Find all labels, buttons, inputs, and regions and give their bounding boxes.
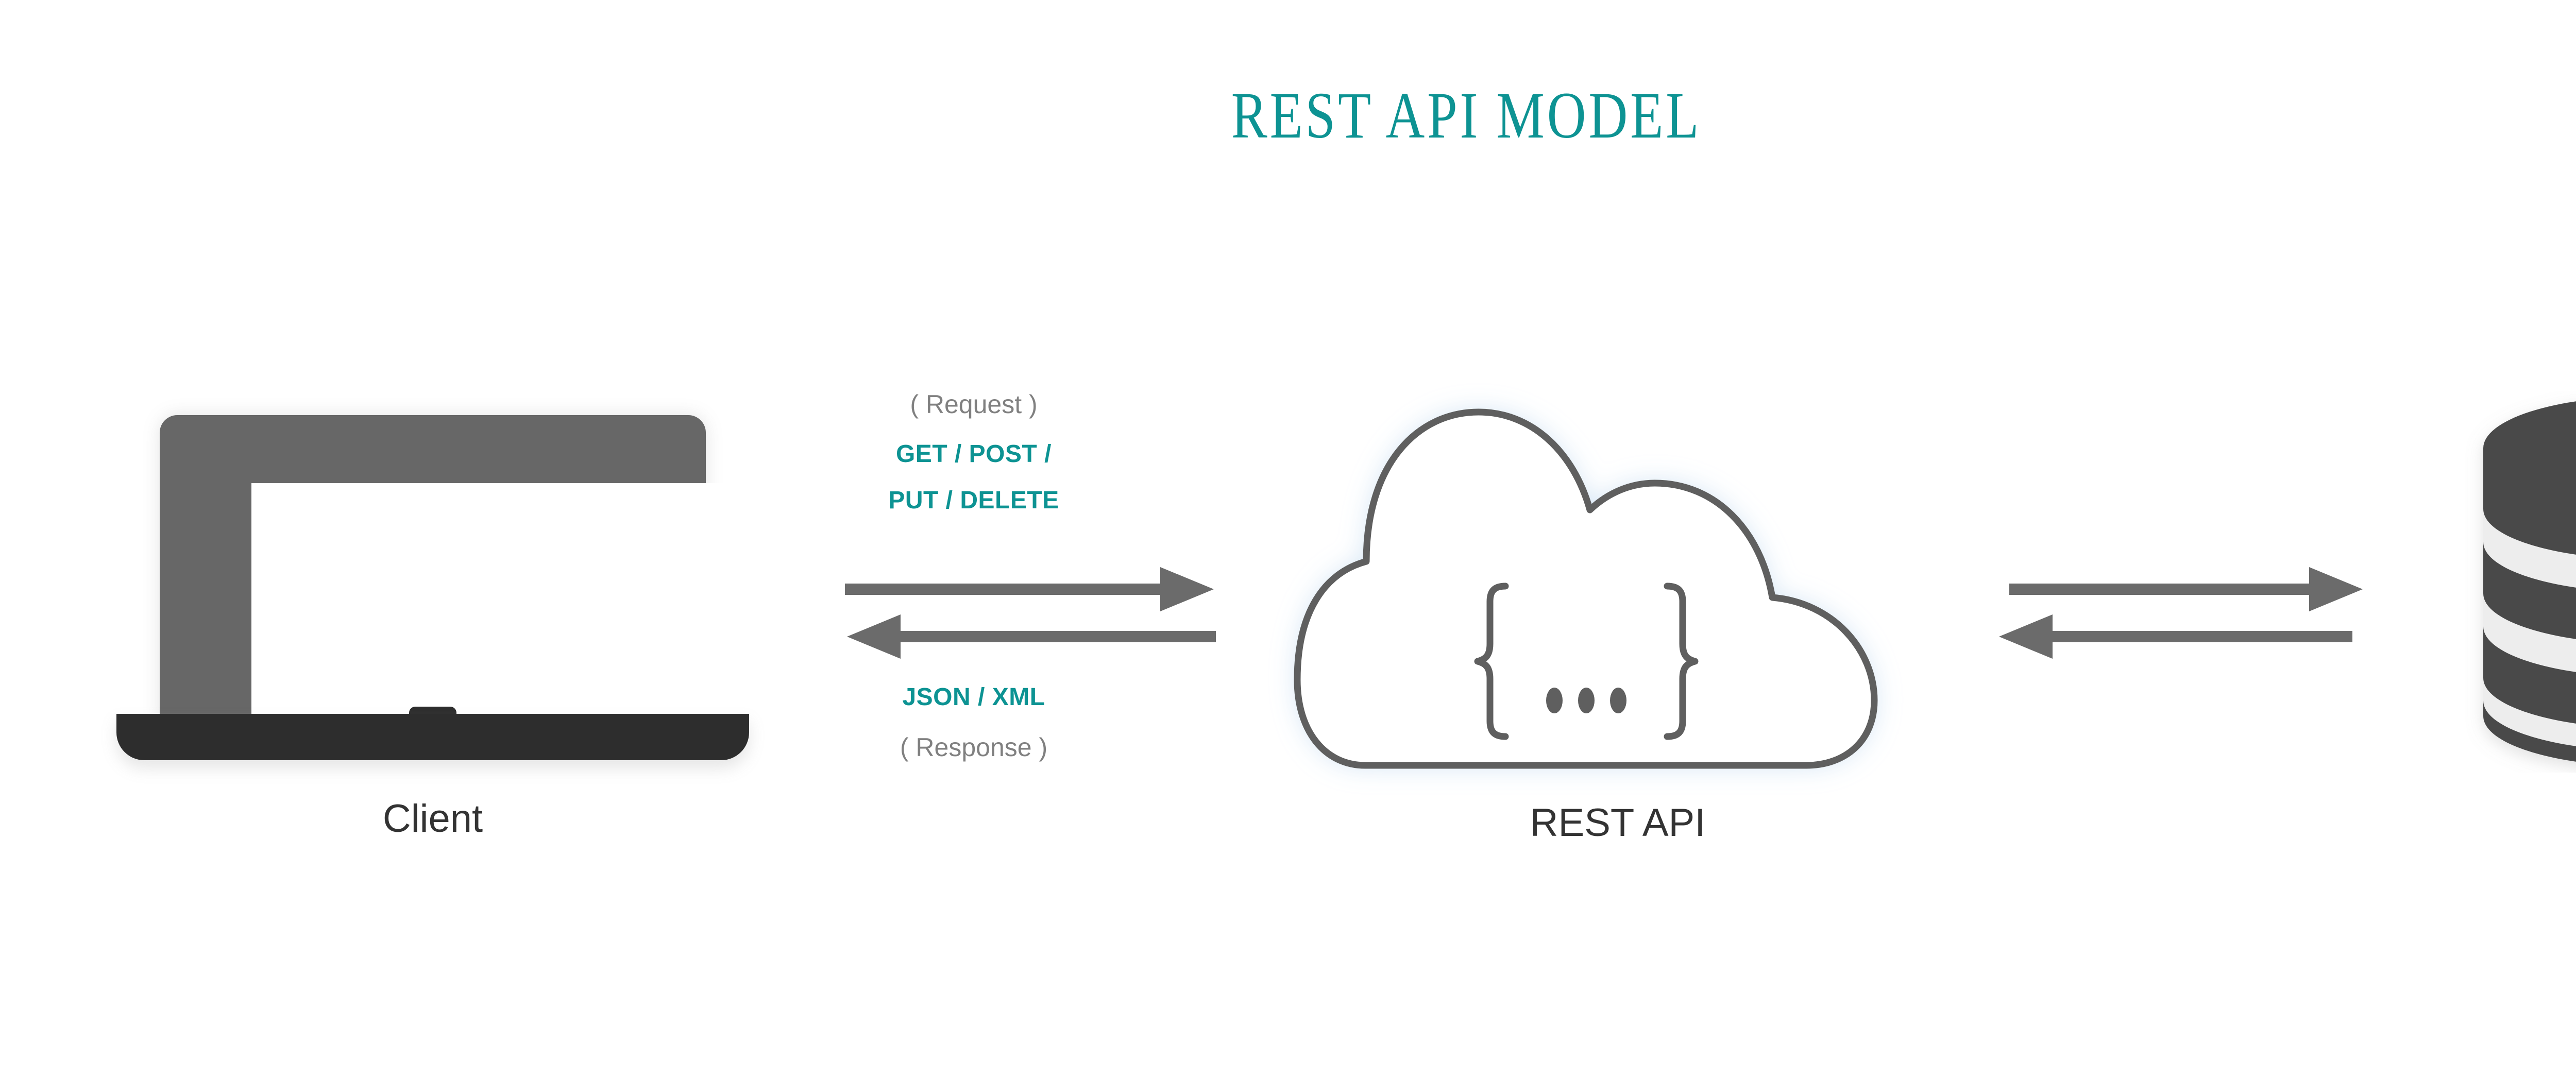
arrow-group-client-api — [845, 559, 1216, 667]
arrow-group-api-database — [1999, 559, 2380, 667]
node-client: Client — [93, 397, 773, 839]
request-methods-line-2: PUT / DELETE — [888, 487, 1059, 514]
laptop-icon — [93, 397, 773, 778]
ellipsis-dots-icon — [1546, 688, 1626, 713]
request-methods-line-1: GET / POST / — [895, 440, 1052, 468]
cloud-outline — [1294, 408, 1878, 769]
arrow-right-icon — [845, 567, 1214, 611]
laptop-base — [116, 714, 749, 760]
node-label-client: Client — [382, 797, 483, 841]
edge-labels-response: JSON / XML ( Response ) — [788, 683, 1159, 762]
node-rest-api: REST API — [1236, 391, 1999, 843]
edge-labels-request: ( Request ) GET / POST / PUT / DELETE — [788, 391, 1159, 513]
curly-brace-left-icon — [1474, 583, 1509, 740]
page-title: REST API MODEL — [1231, 79, 1702, 152]
node-label-database: Database — [2452, 793, 2576, 832]
arrow-left-icon — [1999, 614, 2352, 659]
response-formats: JSON / XML — [902, 683, 1045, 711]
database-body — [2483, 448, 2576, 762]
node-label-rest-api: REST API — [1530, 801, 1706, 845]
response-caption: ( Response ) — [900, 733, 1048, 762]
request-caption: ( Request ) — [910, 390, 1038, 419]
laptop-screen — [251, 483, 748, 719]
arrow-left-icon — [847, 614, 1216, 659]
database-top-disc — [2483, 401, 2576, 495]
database-band-2 — [2483, 593, 2576, 672]
laptop-lid — [160, 415, 748, 734]
arrow-right-icon — [2009, 567, 2363, 611]
database-band-1 — [2483, 509, 2576, 588]
cloud-icon — [1236, 391, 1999, 783]
database-band-3 — [2483, 678, 2576, 746]
database-cylinder-icon — [2452, 391, 2576, 773]
node-database: Database — [2452, 391, 2576, 832]
curly-brace-right-icon — [1664, 583, 1699, 740]
